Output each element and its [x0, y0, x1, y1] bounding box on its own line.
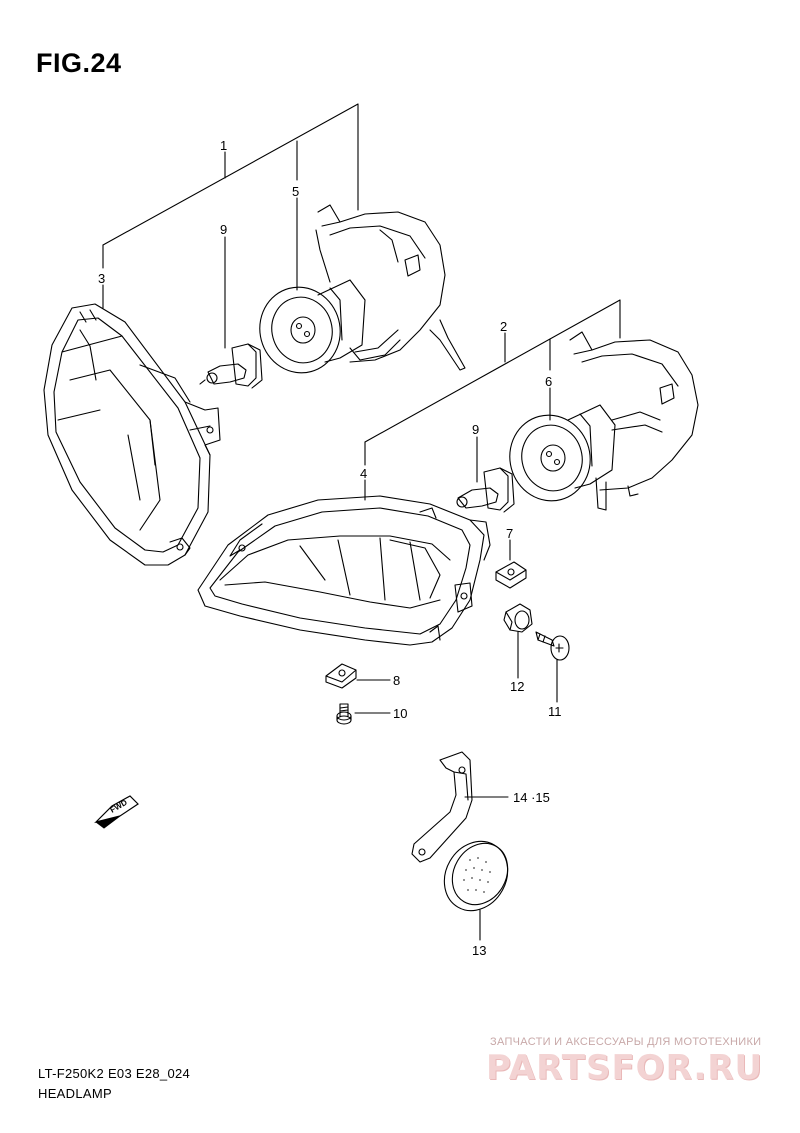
forward-direction-marker: FWD — [94, 795, 139, 829]
clip-nut-lower — [325, 663, 357, 689]
clip-nut — [495, 561, 527, 589]
headlamp-unit-left — [43, 303, 221, 566]
callout-12: 12 — [510, 679, 524, 694]
callout-4: 4 — [360, 466, 367, 481]
leader-lines — [102, 103, 621, 941]
callout-14-15: 14 ·15 — [513, 790, 550, 805]
figure-title: FIG.24 — [36, 48, 122, 78]
callout-9-upper: 9 — [220, 222, 227, 237]
bulb-upper — [199, 343, 263, 389]
reflector-bracket — [411, 751, 473, 863]
callout-11: 11 — [548, 704, 562, 719]
grommet — [503, 603, 533, 633]
callout-2: 2 — [500, 319, 507, 334]
watermark-brand: PARTSFOR.RU — [486, 1048, 764, 1088]
callout-10: 10 — [393, 706, 407, 721]
callout-5: 5 — [292, 184, 299, 199]
headlamp-unit-lower — [197, 495, 491, 646]
reflector-texture — [463, 857, 491, 893]
callout-labels: 1 2 3 4 5 6 7 8 9 9 10 11 12 13 14 ·15 — [98, 138, 562, 958]
callout-1: 1 — [220, 138, 227, 153]
rear-housing-upper — [315, 204, 466, 371]
reflector — [443, 840, 509, 912]
bulb-socket-upper — [259, 279, 401, 374]
bulb-socket-lower — [509, 404, 663, 502]
callout-7: 7 — [506, 526, 513, 541]
callout-9-lower: 9 — [472, 422, 479, 437]
bolt — [336, 703, 352, 725]
bulb-lower — [456, 467, 515, 513]
callout-6: 6 — [545, 374, 552, 389]
section-name: HEADLAMP — [38, 1086, 112, 1101]
screw — [535, 631, 570, 661]
rear-housing-lower — [569, 331, 699, 511]
callout-3: 3 — [98, 271, 105, 286]
model-code: LT-F250K2 E03 E28_024 — [38, 1066, 191, 1081]
watermark-tagline: ЗАПЧАСТИ И АКСЕССУАРЫ ДЛЯ МОТОТЕХНИКИ — [490, 1036, 762, 1048]
callout-8: 8 — [393, 673, 400, 688]
callout-13: 13 — [472, 943, 486, 958]
